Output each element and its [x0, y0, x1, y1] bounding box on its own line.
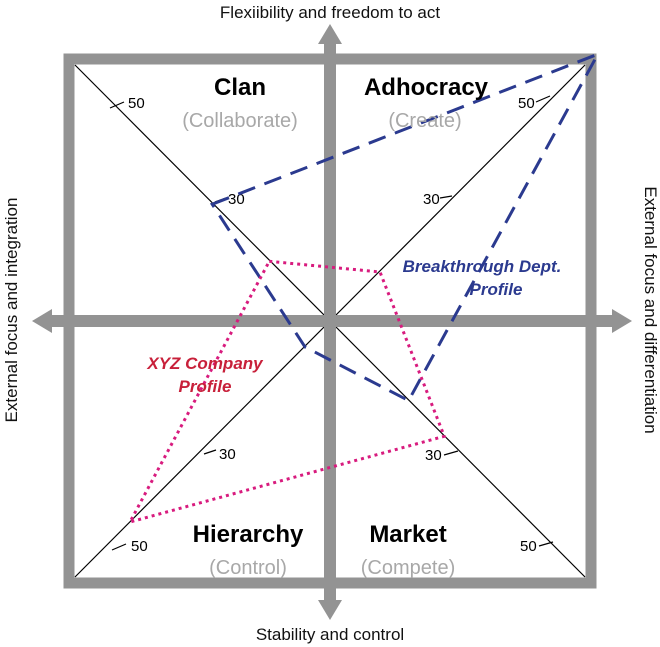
quadrant-subtitle-clan: (Collaborate) [182, 110, 298, 132]
quadrant-subtitle-adhocracy: (Create) [388, 110, 461, 132]
xyz-profile-label: XYZ Company [146, 354, 264, 373]
quadrant-subtitle-hierarchy: (Control) [209, 557, 287, 579]
quadrant-title-adhocracy: Adhocracy [364, 74, 489, 101]
xyz-profile-polygon [127, 259, 447, 525]
tick-market-30: 30 [425, 447, 459, 464]
tick-clan-50: 50 [109, 95, 145, 112]
svg-text:50: 50 [131, 538, 148, 555]
tick-hierarchy-30: 30 [203, 446, 236, 463]
tick-market-50: 50 [520, 538, 554, 555]
svg-text:30: 30 [425, 447, 442, 464]
xyz-profile-label-line2: Profile [179, 377, 232, 396]
quadrant-title-hierarchy: Hierarchy [193, 521, 304, 548]
svg-text:50: 50 [518, 95, 535, 112]
axis-label-bottom: Stability and control [256, 625, 404, 644]
svg-text:30: 30 [228, 191, 245, 208]
svg-text:30: 30 [423, 191, 440, 208]
svg-text:50: 50 [520, 538, 537, 555]
quadrant-title-market: Market [369, 521, 446, 548]
breakthrough-profile-label: Breakthrough Dept. [403, 257, 562, 276]
breakthrough-profile-polygon [209, 51, 602, 403]
axis-label-left: External focus and integration [2, 198, 21, 423]
tick-hierarchy-50: 50 [111, 538, 148, 555]
svg-text:30: 30 [219, 446, 236, 463]
axis-label-right: External focus and differentiation [641, 186, 660, 433]
svg-text:50: 50 [128, 95, 145, 112]
quadrant-title-clan: Clan [214, 74, 266, 101]
tick-adhocracy-50: 50 [518, 95, 551, 112]
quadrant-subtitle-market: (Compete) [361, 557, 455, 579]
horizontal-axis-arrow [32, 309, 632, 333]
breakthrough-profile-label-line2: Profile [470, 280, 523, 299]
axis-label-top: Flexiibility and freedom to act [220, 3, 440, 22]
tick-adhocracy-30: 30 [423, 191, 453, 208]
